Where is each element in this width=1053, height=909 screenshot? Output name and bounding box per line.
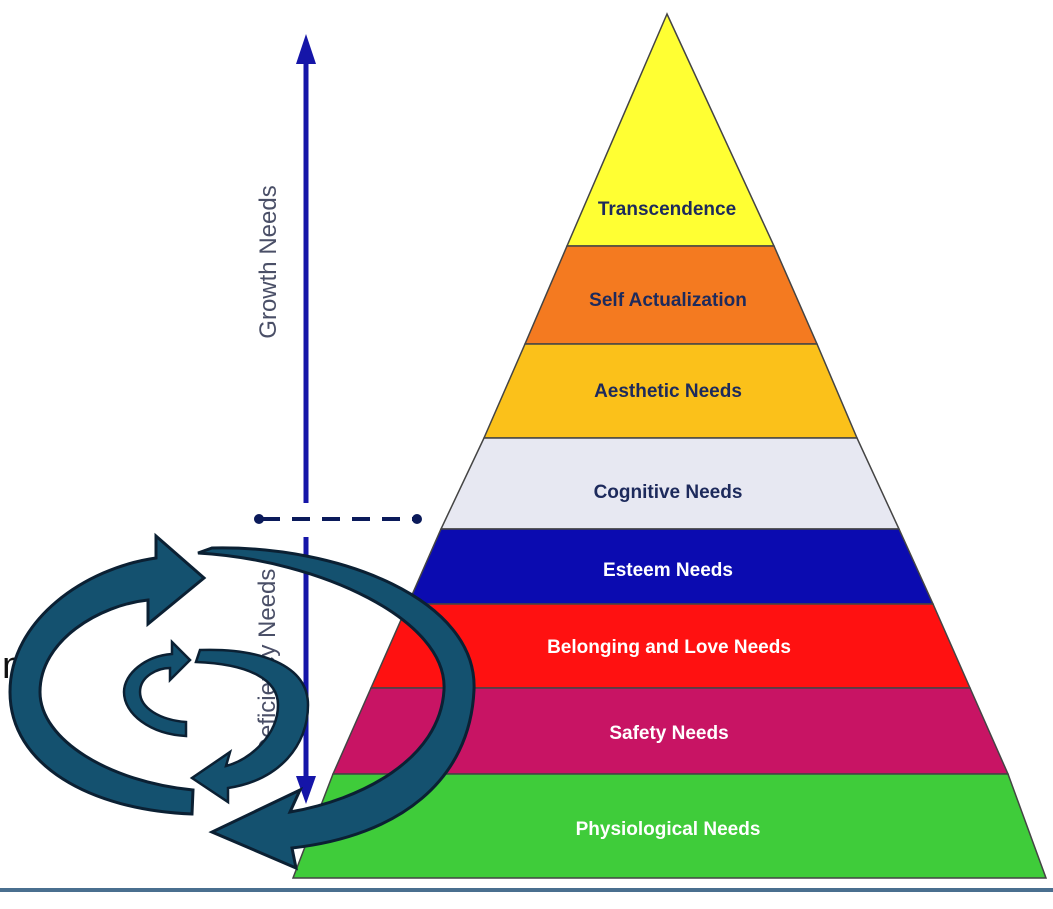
level-label-belonging-love-needs: Belonging and Love Needs: [547, 637, 791, 658]
level-label-safety-needs: Safety Needs: [609, 723, 728, 744]
bottom-rule: [0, 888, 1053, 892]
small-cycle-arrow-left: [122, 638, 192, 738]
level-label-physiological-needs: Physiological Needs: [576, 819, 761, 840]
large-cycle-arrow-left: [8, 532, 207, 816]
needs-pyramid: Transcendence Self Actualization Aesthet…: [291, 12, 1048, 879]
level-label-esteem-needs: Esteem Needs: [603, 560, 733, 581]
large-cycle-arrow: [197, 546, 476, 871]
small-cycle-arrow: [189, 648, 310, 805]
growth-needs-label: Growth Needs: [255, 185, 282, 338]
cycle-arrows: [8, 532, 476, 871]
level-label-self-actualization: Self Actualization: [589, 290, 747, 311]
needs-axis: Growth Needs Deficiency Needs: [254, 34, 422, 804]
level-label-cognitive-needs: Cognitive Needs: [594, 482, 743, 503]
growth-arrow-head: [296, 34, 316, 64]
level-label-transcendence: Transcendence: [598, 199, 736, 220]
divider-dot-right: [412, 514, 422, 524]
deficiency-arrow-head: [296, 776, 316, 804]
level-label-aesthetic-needs: Aesthetic Needs: [594, 381, 742, 402]
divider-dot-left: [254, 514, 264, 524]
